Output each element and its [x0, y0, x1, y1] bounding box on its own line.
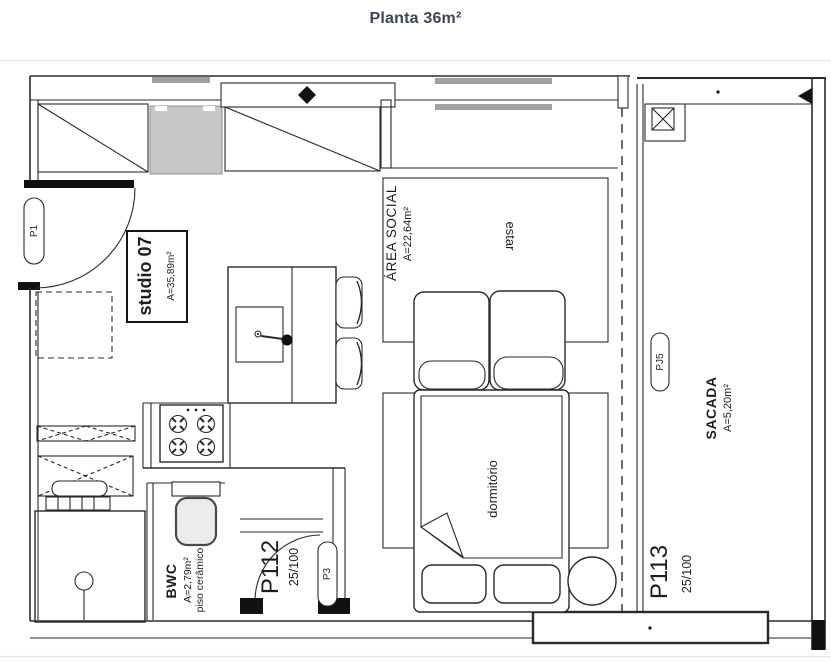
room-label-sacada: SACADA [703, 377, 719, 440]
door-size-p112: 25/100 [287, 548, 301, 586]
room-area-bwc: A=2,79m² [182, 557, 194, 603]
stool-icon [335, 337, 363, 390]
door-swing-arc [254, 534, 321, 601]
door-label-pj5: PJ5 [655, 353, 666, 371]
entrance-door [23, 187, 136, 289]
door-label-p113: P113 [646, 545, 673, 599]
unit-name-label: studio 07 [135, 236, 155, 315]
sink-icon [235, 306, 293, 363]
stove-icon [159, 404, 224, 463]
unit-label-box [126, 230, 188, 323]
overhead-projection [35, 291, 113, 359]
door-leaf-p3 [317, 541, 338, 607]
page-title: Planta 36m² [369, 10, 462, 27]
door-leaf-pj5 [650, 332, 670, 392]
laundry-cabinets [36, 425, 136, 511]
pillow-icon [493, 564, 561, 604]
door-swing-arc [34, 187, 136, 289]
door-label-p3: P3 [322, 567, 333, 580]
sofa-icon [413, 290, 566, 391]
kitchen-cabinets [37, 77, 618, 175]
room-label-dormitorio: dormitório [485, 460, 500, 518]
door-leaf [23, 197, 45, 265]
balcony-walls [531, 75, 826, 645]
stool-icon [335, 276, 363, 329]
fridge-icon [149, 105, 223, 175]
window-pane [435, 104, 552, 110]
bed-icon [413, 389, 617, 613]
room-area-area-social: A=22,64m² [402, 207, 414, 261]
kitchen-island [227, 266, 363, 404]
diamond-icon [298, 86, 316, 104]
door-label-p1: P1 [29, 224, 40, 237]
door-label-p112: P112 [257, 540, 284, 594]
room-label-bwc: BWC [163, 564, 179, 599]
room-floor-bwc: piso cerâmico [194, 547, 206, 612]
window-pane [435, 78, 552, 84]
column-icon [644, 103, 686, 142]
side-table-icon [567, 556, 617, 606]
door-size-p113: 25/100 [680, 555, 694, 593]
room-area-sacada: A=5,20m² [722, 384, 734, 432]
room-label-estar: estar [503, 222, 518, 252]
header: Planta 36m² [0, 0, 831, 60]
unit-area-label: A=35,89m² [166, 251, 177, 301]
room-label-area-social: ÁREA SOCIAL [384, 185, 399, 281]
shower-icon [34, 510, 146, 623]
toilet-icon [171, 481, 221, 547]
page-dividers [0, 59, 831, 658]
pillow-icon [421, 564, 487, 604]
